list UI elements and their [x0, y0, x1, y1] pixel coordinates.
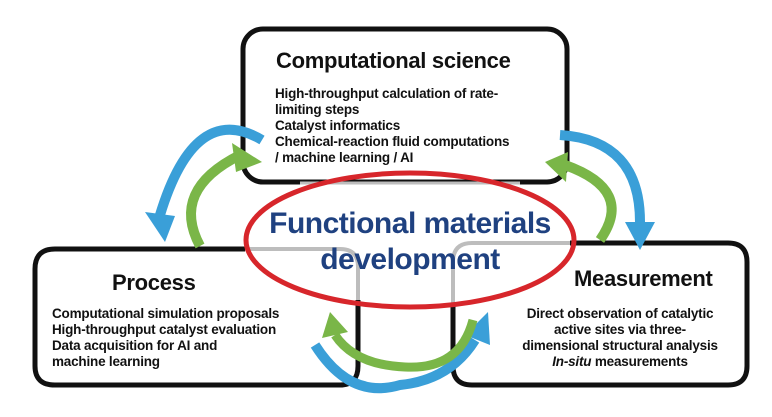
center-title-line1: Functional materials: [269, 207, 551, 240]
process-title: Process: [112, 270, 196, 295]
measurement-title: Measurement: [574, 266, 713, 291]
computational-line: limiting steps: [275, 102, 360, 117]
arrow-blue-left: [145, 124, 265, 242]
computational-line: Chemical-reaction fluid computations: [275, 134, 510, 149]
process-line: machine learning: [52, 354, 160, 369]
measurement-italic: In-situ: [552, 354, 592, 369]
computational-line: / machine learning / AI: [275, 150, 414, 165]
measurement-box-gray-edge: [451, 241, 570, 305]
measurement-line: In-situ measurements: [495, 354, 745, 370]
process-box-gray-edge: [245, 247, 360, 300]
arrow-green-right: [545, 152, 617, 243]
process-line: Data acquisition for AI and: [52, 338, 218, 353]
arrow-green-left: [186, 143, 262, 249]
computational-body: High-throughput calculation of rate- lim…: [275, 86, 510, 166]
measurement-line: active sites via three-: [554, 322, 686, 337]
arrow-blue-bottom: [310, 312, 490, 394]
arrow-green-bottom: [322, 312, 478, 372]
measurement-line: Direct observation of catalytic: [526, 306, 714, 321]
measurement-last: measurements: [591, 354, 688, 369]
process-line: High-throughput catalyst evaluation: [52, 322, 277, 337]
arrow-blue-right: [559, 130, 655, 250]
process-body: Computational simulation proposals High-…: [52, 306, 279, 370]
center-ellipse: [243, 170, 577, 310]
measurement-line: dimensional structural analysis: [522, 338, 718, 353]
computational-title: Computational science: [276, 48, 511, 73]
measurement-box: [450, 240, 750, 388]
process-line: Computational simulation proposals: [52, 306, 280, 321]
measurement-body: Direct observation of catalytic active s…: [495, 306, 745, 370]
center-title-line2: development: [320, 243, 500, 276]
computational-line: High-throughput calculation of rate-: [275, 86, 499, 101]
computational-line: Catalyst informatics: [275, 118, 401, 133]
